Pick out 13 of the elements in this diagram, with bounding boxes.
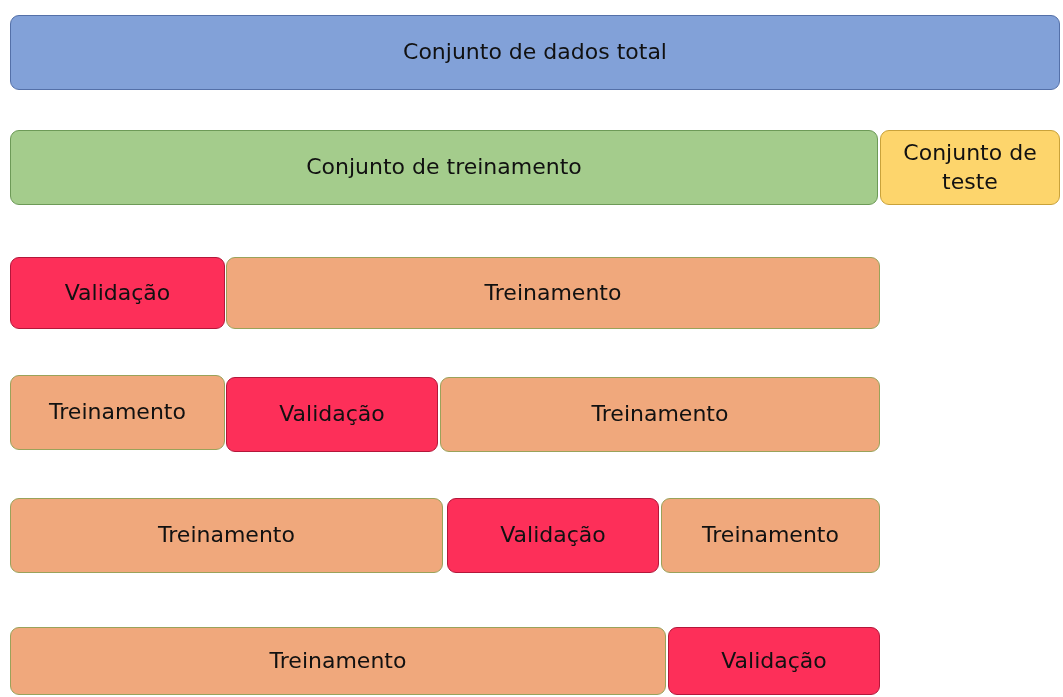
- dataset-bar: Conjunto de dados total: [10, 15, 1060, 90]
- training-segment: Treinamento: [10, 498, 443, 573]
- training-segment: Treinamento: [440, 377, 880, 452]
- validation-segment: Validação: [668, 627, 880, 695]
- training-segment: Treinamento: [10, 627, 666, 695]
- training-segment: Treinamento: [661, 498, 880, 573]
- validation-segment: Validação: [226, 377, 438, 452]
- training-segment: Treinamento: [10, 375, 225, 450]
- training-segment: Treinamento: [226, 257, 880, 329]
- validation-segment: Validação: [10, 257, 225, 329]
- test-set-bar: Conjunto de teste: [880, 130, 1060, 205]
- validation-segment: Validação: [447, 498, 659, 573]
- training-set-bar: Conjunto de treinamento: [10, 130, 878, 205]
